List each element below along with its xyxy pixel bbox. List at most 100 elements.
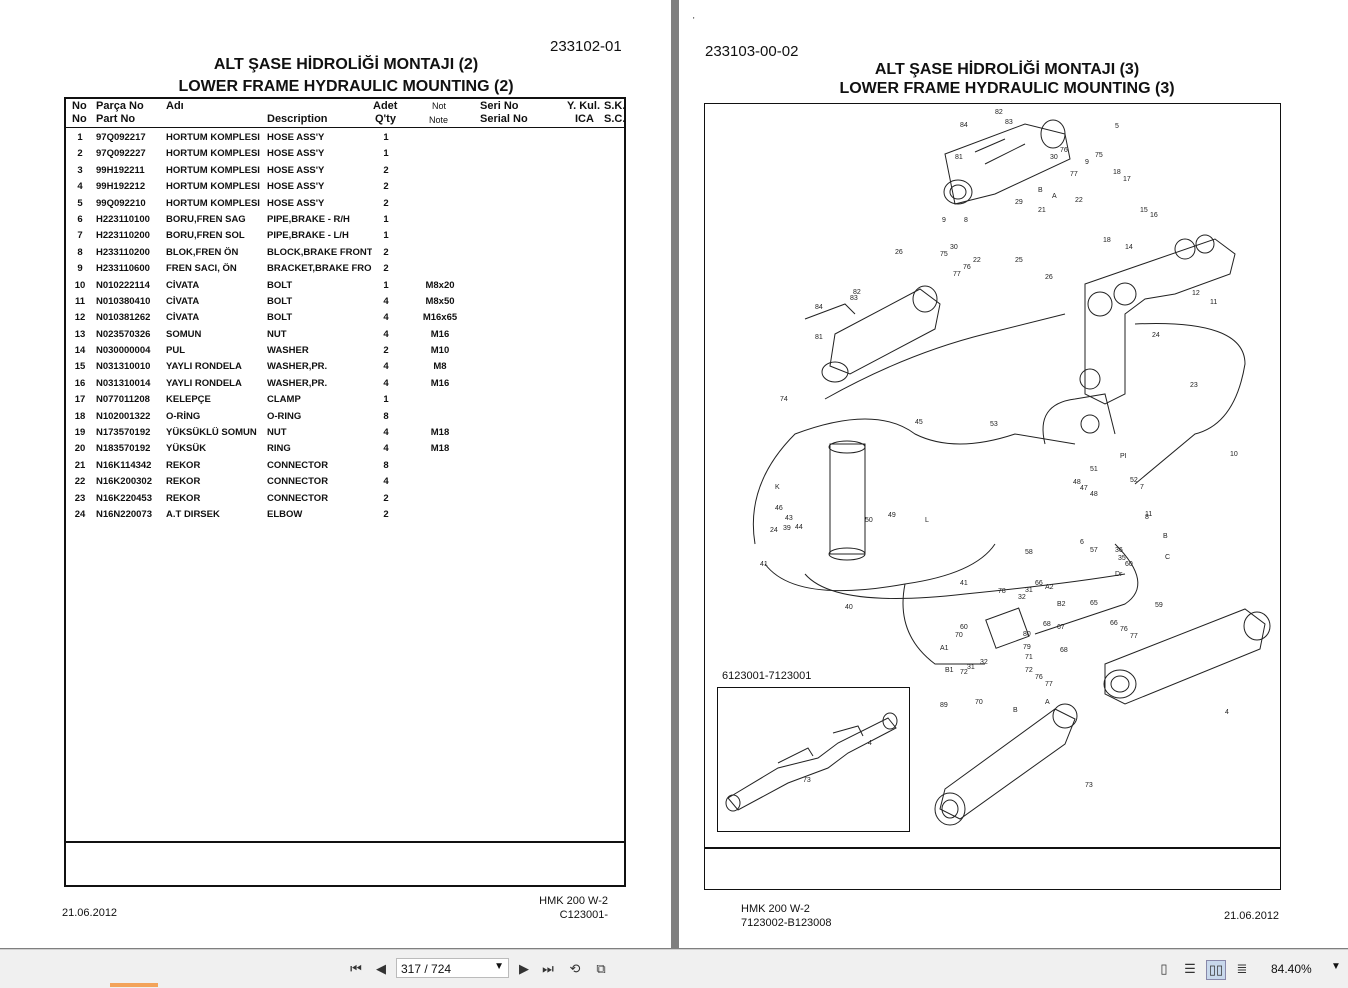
svg-text:29: 29 xyxy=(1015,199,1023,206)
part-description: HOSE ASS'Y xyxy=(267,148,325,160)
svg-text:9: 9 xyxy=(942,217,946,224)
part-number: H233110600 xyxy=(96,263,150,275)
last-page-icon[interactable]: ⏭ xyxy=(542,961,554,976)
part-number: N010381262 xyxy=(96,312,151,324)
col-sc-header: S.K. xyxy=(604,100,626,112)
part-number: N010380410 xyxy=(96,295,151,307)
part-description: HOSE ASS'Y xyxy=(267,181,325,193)
svg-text:79: 79 xyxy=(1023,644,1031,651)
quantity: 2 xyxy=(383,508,389,520)
svg-text:6: 6 xyxy=(1080,539,1084,546)
chevron-down-icon[interactable]: ▼ xyxy=(494,961,504,972)
part-number: N183570192 xyxy=(96,443,151,455)
svg-text:16: 16 xyxy=(1150,212,1158,219)
svg-text:8: 8 xyxy=(1145,514,1149,521)
svg-text:84: 84 xyxy=(815,304,823,311)
part-number: 97Q092227 xyxy=(96,148,146,160)
part-number: 97Q092217 xyxy=(96,132,146,143)
taskbar-indicator xyxy=(110,983,158,987)
svg-text:70: 70 xyxy=(955,632,963,639)
svg-text:66: 66 xyxy=(1035,580,1043,587)
svg-text:22: 22 xyxy=(973,257,981,264)
row-number: 24 xyxy=(74,508,86,520)
svg-text:7: 7 xyxy=(1140,484,1144,491)
svg-text:76: 76 xyxy=(963,264,971,271)
single-page-view-icon[interactable]: ▯ xyxy=(1160,961,1168,976)
rotate-icon[interactable]: ⟲ xyxy=(569,961,581,976)
svg-text:76: 76 xyxy=(1035,674,1043,681)
zoom-chevron-down-icon[interactable]: ▼ xyxy=(1331,961,1341,972)
next-page-icon[interactable]: ▶ xyxy=(519,961,529,976)
part-name-tr: REKOR xyxy=(166,476,201,488)
note: M8x20 xyxy=(425,279,455,291)
quantity: 4 xyxy=(383,377,389,389)
continuous-view-icon[interactable]: ☰ xyxy=(1184,961,1196,976)
scroll-view-icon[interactable]: ≣ xyxy=(1236,961,1248,976)
svg-text:36: 36 xyxy=(1115,547,1123,554)
svg-text:76: 76 xyxy=(1060,147,1068,154)
svg-text:60: 60 xyxy=(960,624,968,631)
row-number: 9 xyxy=(77,263,83,275)
prev-page-icon[interactable]: ◀ xyxy=(376,961,386,976)
part-name-tr: YÜKSÜK xyxy=(166,443,207,455)
part-name-tr: CİVATA xyxy=(166,279,200,291)
row-number: 17 xyxy=(74,394,86,406)
row-number: 23 xyxy=(74,492,86,504)
row-number: 11 xyxy=(74,295,86,307)
svg-text:9: 9 xyxy=(1085,159,1089,166)
svg-text:32: 32 xyxy=(1018,594,1026,601)
part-name-tr: BLOK,FREN ÖN xyxy=(166,246,239,258)
svg-text:C: C xyxy=(1165,554,1170,561)
two-page-view-icon[interactable]: ▯▯ xyxy=(1206,960,1226,980)
diagram-footer-rule xyxy=(705,847,1280,849)
first-page-icon[interactable]: ⏮ xyxy=(350,961,362,976)
svg-text:76: 76 xyxy=(1120,626,1128,633)
note: M16 xyxy=(430,328,450,340)
svg-text:35: 35 xyxy=(1118,555,1126,562)
part-description: CONNECTOR xyxy=(267,459,329,471)
row-number: 16 xyxy=(74,377,86,389)
svg-text:74: 74 xyxy=(780,396,788,403)
svg-text:18: 18 xyxy=(1103,237,1111,244)
svg-text:70: 70 xyxy=(975,699,983,706)
page-title-en: LOWER FRAME HYDRAULIC MOUNTING (2) xyxy=(178,78,514,95)
part-description: HOSE ASS'Y xyxy=(267,164,325,176)
zoom-level[interactable]: 84.40% xyxy=(1271,962,1312,976)
quantity: 8 xyxy=(383,459,389,471)
part-number: 99Q092210 xyxy=(96,197,146,209)
svg-text:40: 40 xyxy=(845,604,853,611)
right-page: ' 233103-00-02 ALT ŞASE HİDROLİĞİ MONTAJ… xyxy=(679,0,1348,948)
svg-text:59: 59 xyxy=(1155,602,1163,609)
svg-text:49: 49 xyxy=(888,512,896,519)
row-number: 6 xyxy=(77,213,83,225)
part-description: RING xyxy=(267,443,291,455)
part-description: CONNECTOR xyxy=(267,476,329,488)
svg-text:57: 57 xyxy=(1090,547,1098,554)
svg-text:50: 50 xyxy=(865,517,873,524)
svg-text:52: 52 xyxy=(1130,477,1138,484)
svg-text:A: A xyxy=(1052,193,1057,200)
note: M8 xyxy=(433,361,447,373)
part-number: N102001322 xyxy=(96,410,151,422)
col-serial-header: Seri No xyxy=(480,100,519,112)
row-number: 3 xyxy=(77,164,83,176)
col-qty-header-2: Q'ty xyxy=(375,113,396,125)
part-number: N031310014 xyxy=(96,377,151,389)
part-description: BOLT xyxy=(267,312,293,324)
svg-text:77: 77 xyxy=(953,271,961,278)
copy-icon[interactable]: ⧉ xyxy=(596,961,606,976)
svg-text:45: 45 xyxy=(915,419,923,426)
page-number-field[interactable]: 317 / 724 ▼ xyxy=(396,958,509,978)
svg-text:75: 75 xyxy=(940,251,948,258)
svg-text:31: 31 xyxy=(1025,587,1033,594)
svg-text:26: 26 xyxy=(1045,274,1053,281)
cylinder-shape xyxy=(944,123,1071,205)
